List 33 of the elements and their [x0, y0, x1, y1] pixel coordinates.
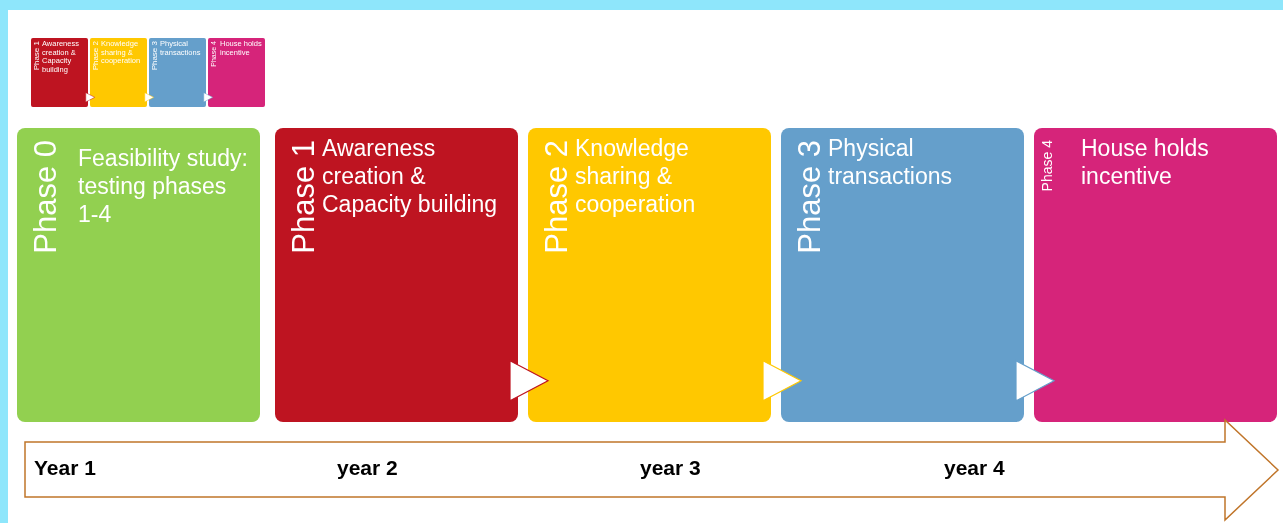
phase-box: [90, 38, 147, 107]
phase-label: Phase 2: [541, 140, 572, 254]
chevron-arrow: [509, 360, 549, 402]
chevron-arrow: [762, 360, 802, 402]
phase-label: Phase 1: [288, 140, 319, 254]
phase-label: Phase 3: [794, 140, 825, 254]
phase-box: [275, 128, 518, 422]
phase-label: Phase 0: [30, 140, 61, 254]
phase-description: House holds incentive: [1081, 134, 1210, 190]
phase-label: Phase 4: [1040, 140, 1054, 192]
phase-box: [149, 38, 206, 107]
phase-box: [208, 38, 265, 107]
chevron-arrow: [203, 92, 213, 103]
year-label: year 2: [337, 456, 398, 480]
year-label: year 4: [944, 456, 1005, 480]
chevron-arrow: [85, 92, 95, 103]
phase-box: [1034, 128, 1277, 422]
timeline-arrow: [24, 418, 1281, 522]
phase-description: Feasibility study: testing phases 1-4: [78, 144, 248, 228]
chevron-arrow: [1015, 360, 1055, 402]
phase-label: Phase 3: [151, 41, 159, 71]
phase-box: [528, 128, 771, 422]
phase-description: Physical transactions: [828, 134, 953, 190]
year-label: Year 1: [34, 456, 96, 480]
phase-label: Phase 1: [33, 41, 41, 71]
phase-description: Knowledge sharing & cooperation: [575, 134, 697, 218]
phase-box: [31, 38, 88, 107]
year-label: year 3: [640, 456, 701, 480]
chevron-arrow: [144, 92, 154, 103]
phase-box: [781, 128, 1024, 422]
phase-label: Phase 2: [92, 41, 100, 71]
phase-box: [17, 128, 260, 422]
phase-description: Awareness creation & Capacity building: [322, 134, 499, 218]
